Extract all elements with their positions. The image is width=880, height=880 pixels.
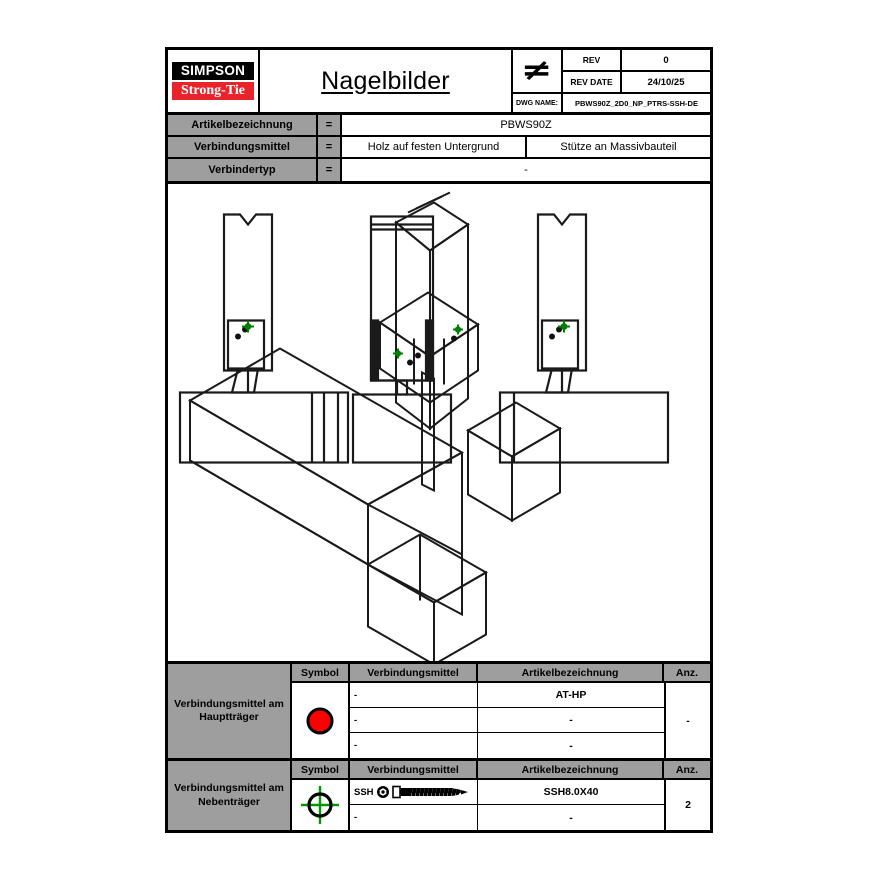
- table-row: SSH: [350, 780, 664, 805]
- view-left-side: [178, 213, 350, 464]
- rev-date-label: REV DATE: [563, 72, 622, 92]
- spec-row-connectortype: Verbindertyp = -: [168, 159, 710, 181]
- header-article: Artikelbezeichnung: [478, 761, 664, 778]
- spec-equals-connectortype: =: [318, 159, 342, 181]
- spec-table: Artikelbezeichnung = PBWS90Z Verbindungs…: [168, 115, 710, 184]
- drawing-title: Nagelbilder: [260, 50, 513, 112]
- header-fastener: Verbindungsmittel: [350, 664, 478, 681]
- fastener-markers-isometric: [393, 324, 463, 366]
- hex-socket-head-icon: [376, 786, 389, 798]
- row-fastener: -: [350, 708, 478, 732]
- header-fastener: Verbindungsmittel: [350, 761, 478, 778]
- drawing-viewport: [168, 184, 710, 664]
- row-fastener: -: [350, 683, 478, 707]
- spec-label-connectortype: Verbindertyp: [168, 159, 318, 181]
- logo-strongtie-text: Strong-Tie: [172, 81, 254, 100]
- spec-value-fastener-b: Stütze an Massivbauteil: [560, 141, 677, 153]
- row-article: -: [569, 739, 573, 752]
- table-name-nebentraeger: Verbindungsmittel am Nebenträger: [168, 761, 292, 830]
- fastener-markers-right: [549, 320, 570, 340]
- view-right-side: [498, 213, 670, 464]
- view-isometric-assembly: [188, 191, 562, 661]
- drawing-sheet: SIMPSON Strong-Tie Nagelbilder ≠ REV 0 R…: [165, 47, 713, 833]
- rev-date-value: 24/10/25: [647, 76, 685, 88]
- fastener-table-nebentraeger: Verbindungsmittel am Nebenträger Symbol …: [168, 761, 710, 830]
- row-article: -: [569, 714, 573, 726]
- table-row: - -: [350, 708, 664, 733]
- projection-symbol-cell: ≠: [513, 50, 563, 92]
- spec-equals-fastener: =: [318, 137, 342, 157]
- spec-label-fastener: Verbindungsmittel: [168, 137, 318, 157]
- row-article: -: [569, 811, 573, 824]
- title-block-right: ≠ REV 0 REV DATE 24/10/25 DWG NAME: PBWS…: [513, 50, 710, 112]
- symbol-cell-haupttraeger: [292, 683, 350, 758]
- rev-row: REV 0: [563, 50, 710, 72]
- spec-label-article: Artikelbezeichnung: [168, 115, 318, 135]
- view-center-front: [351, 215, 453, 464]
- row-article: SSH8.0X40: [543, 786, 599, 798]
- row-fastener: -: [350, 733, 478, 758]
- table-row: - AT-HP: [350, 683, 664, 708]
- title-block: SIMPSON Strong-Tie Nagelbilder ≠ REV 0 R…: [168, 50, 710, 115]
- header-article: Artikelbezeichnung: [478, 664, 664, 681]
- dwg-name-value: PBWS90Z_2D0_NP_PTRS-SSH-DE: [575, 98, 698, 108]
- logo-simpson-text: SIMPSON: [172, 62, 254, 80]
- header-symbol: Symbol: [292, 761, 350, 778]
- drawing-title-text: Nagelbilder: [321, 66, 450, 95]
- not-equal-icon: ≠: [521, 53, 553, 88]
- row-fastener: -: [350, 805, 478, 830]
- spec-row-article: Artikelbezeichnung = PBWS90Z: [168, 115, 710, 137]
- spec-row-fastener: Verbindungsmittel = Holz auf festen Unte…: [168, 137, 710, 159]
- company-logo: SIMPSON Strong-Tie: [168, 50, 260, 112]
- row-fastener-label: SSH: [354, 786, 374, 798]
- technical-drawing-svg: [178, 191, 670, 661]
- spec-value-article: PBWS90Z: [500, 119, 552, 131]
- count-cell-nebentraeger: 2: [664, 780, 710, 830]
- dwg-name-label: DWG NAME:: [513, 94, 563, 112]
- rev-value: 0: [663, 54, 669, 66]
- row-article: AT-HP: [555, 689, 587, 701]
- dwg-name-row: DWG NAME: PBWS90Z_2D0_NP_PTRS-SSH-DE: [513, 92, 710, 112]
- spec-value-fastener-a: Holz auf festen Untergrund: [342, 137, 527, 157]
- count-cell-haupttraeger: -: [664, 683, 710, 758]
- table-row: - -: [350, 733, 664, 758]
- table-name-haupttraeger: Verbindungsmittel am Hauptträger: [168, 664, 292, 758]
- table-row: - -: [350, 805, 664, 830]
- green-crosshair-circle-icon: [301, 786, 339, 824]
- spec-equals-article: =: [318, 115, 342, 135]
- rev-label: REV: [563, 50, 622, 70]
- symbol-cell-nebentraeger: [292, 780, 350, 830]
- spec-value-connectortype: -: [524, 164, 528, 176]
- header-count: Anz.: [675, 666, 699, 679]
- fastener-table-haupttraeger: Verbindungsmittel am Hauptträger Symbol …: [168, 664, 710, 761]
- header-symbol: Symbol: [292, 664, 350, 681]
- table-header-haupttraeger: Symbol Verbindungsmittel Artikelbezeichn…: [292, 664, 710, 683]
- fastener-markers-left: [235, 320, 254, 340]
- rev-date-row: REV DATE 24/10/25: [563, 72, 710, 92]
- row-fastener: SSH: [350, 780, 478, 804]
- screw-icon: [391, 785, 468, 799]
- red-filled-circle-icon: [306, 707, 334, 734]
- table-header-nebentraeger: Symbol Verbindungsmittel Artikelbezeichn…: [292, 761, 710, 780]
- header-count: Anz.: [675, 763, 699, 776]
